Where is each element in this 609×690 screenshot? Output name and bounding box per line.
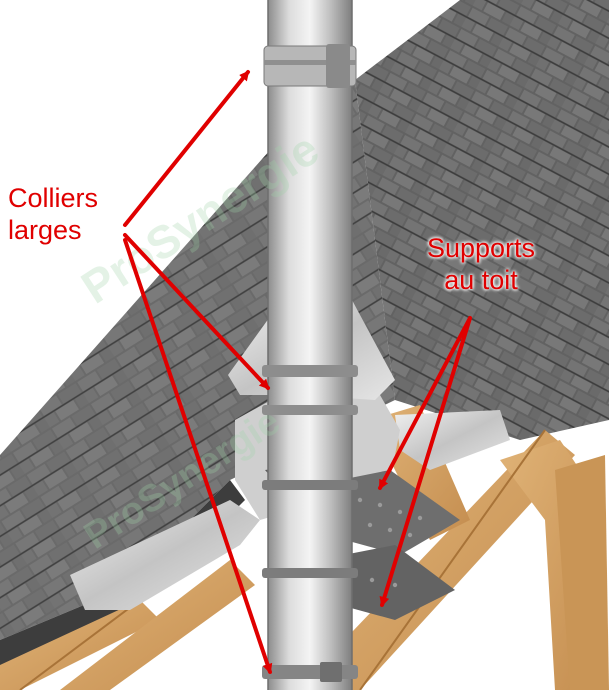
roof-right-slope bbox=[355, 0, 609, 440]
arrow-to-upper-support bbox=[378, 316, 472, 490]
supports-label-line1: Supports bbox=[426, 233, 536, 263]
arrow-to-top-collar bbox=[123, 70, 250, 227]
colliers-label-line2: larges bbox=[8, 215, 82, 245]
wide-collar-clamps bbox=[262, 44, 358, 682]
colliers-label-line1: Colliers bbox=[8, 183, 99, 213]
supports-label-line2: au toit bbox=[444, 265, 518, 295]
arrow-to-bottom-collar bbox=[123, 238, 273, 674]
annotation-arrows bbox=[123, 70, 472, 674]
wood-framing bbox=[0, 405, 609, 690]
chimney-pipe bbox=[268, 0, 352, 690]
colliers-larges-label: Colliers larges bbox=[8, 182, 98, 246]
arrow-to-middle-collar bbox=[123, 233, 270, 390]
arrow-to-lower-support bbox=[379, 316, 472, 607]
supports-au-toit-label: Supports au toit bbox=[406, 232, 556, 296]
